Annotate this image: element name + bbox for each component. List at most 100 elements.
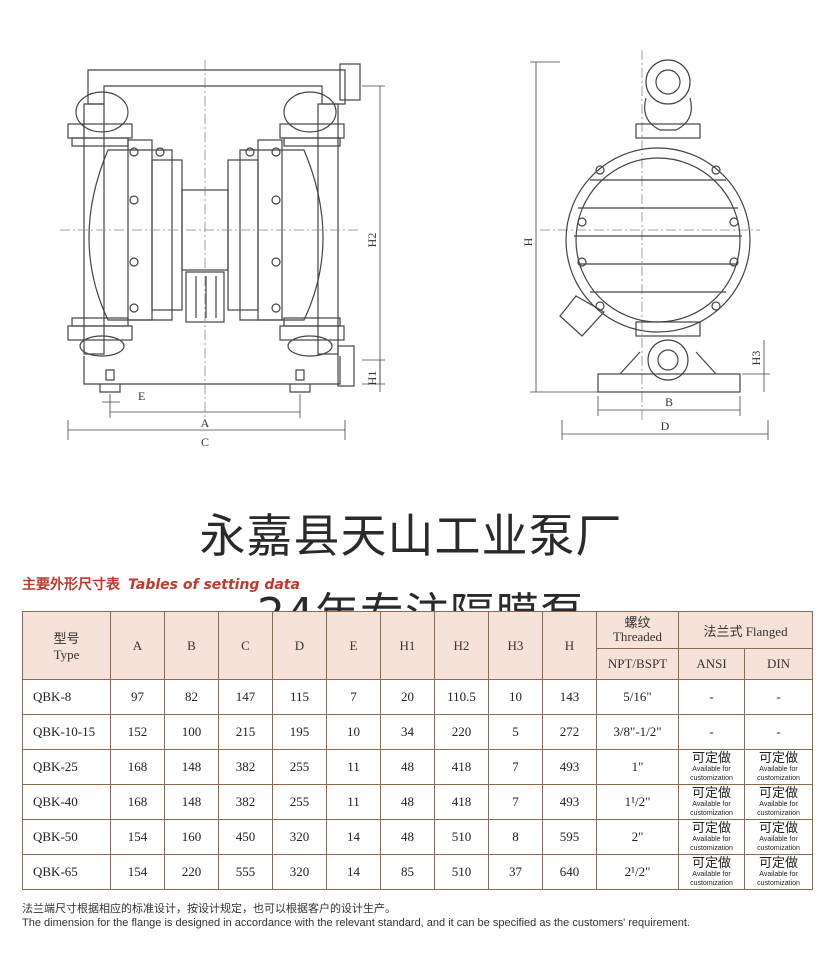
cell-type: QBK-25 [22,749,111,785]
cell-a: 154 [110,854,165,890]
header-a: A [110,611,165,680]
cell-d: 320 [272,854,327,890]
cell-c: 555 [218,854,273,890]
cell-h2: 510 [434,819,489,855]
cell-type: QBK-65 [22,854,111,890]
cell-a: 168 [110,784,165,820]
cell-c: 147 [218,679,273,715]
dim-label-h3: H3 [749,351,763,366]
cell-h: 272 [542,714,597,750]
table-title-en: Tables of setting data [128,577,300,593]
cell-d: 115 [272,679,327,715]
cell-e: 11 [326,749,381,785]
header-h3: H3 [488,611,543,680]
side-view [559,59,751,393]
dim-label-e: E [138,389,145,403]
header-din: DIN [743,648,814,680]
header-e: E [326,611,381,680]
dim-label-d: D [661,419,670,433]
cell-npt: 2¹/2" [596,854,679,890]
cell-d: 320 [272,819,327,855]
dim-label-a: A [201,416,210,430]
cell-din: - [743,679,814,715]
cell-a: 154 [110,819,165,855]
cell-b: 148 [164,784,219,820]
header-h1: H1 [380,611,435,680]
cell-ansi: - [678,714,745,750]
header-b: B [164,611,219,680]
dim-label-h2: H2 [365,233,379,248]
dim-label-b: B [665,395,673,409]
cell-type: QBK-50 [22,819,111,855]
cell-h1: 20 [380,679,435,715]
cell-h3: 7 [488,784,543,820]
cell-npt: 1" [596,749,679,785]
cell-h1: 85 [380,854,435,890]
pump-technical-drawing: A C E H2 H1 H [60,50,770,449]
cell-c: 382 [218,749,273,785]
header-flanged: 法兰式 Flanged [677,611,814,649]
cell-h2: 110.5 [434,679,489,715]
cell-h2: 510 [434,854,489,890]
cell-npt: 5/16" [596,679,679,715]
dim-label-h: H [521,237,535,246]
cell-h3: 8 [488,819,543,855]
cell-h3: 7 [488,749,543,785]
cell-e: 10 [326,714,381,750]
table-title: 主要外形尺寸表 Tables of setting data [22,574,300,594]
cell-npt: 2" [596,819,679,855]
dim-label-h1: H1 [365,371,379,386]
table-title-cn: 主要外形尺寸表 [22,577,120,593]
cell-h: 493 [542,784,597,820]
cell-h: 595 [542,819,597,855]
front-view [67,63,361,393]
header-c: C [218,611,273,680]
cell-d: 255 [272,749,327,785]
cell-d: 255 [272,784,327,820]
cell-b: 82 [164,679,219,715]
cell-c: 215 [218,714,273,750]
cell-d: 195 [272,714,327,750]
cell-h: 640 [542,854,597,890]
note-cn: 法兰端尺寸根据相应的标准设计，按设计规定，也可以根据客户的设计生产。 [22,902,396,915]
cell-b: 220 [164,854,219,890]
cell-a: 168 [110,749,165,785]
cell-e: 14 [326,819,381,855]
cell-npt: 3/8"-1/2" [596,714,679,750]
cell-h3: 5 [488,714,543,750]
header-h: H [542,611,597,680]
cell-din: - [743,714,814,750]
cell-h3: 37 [488,854,543,890]
cell-h3: 10 [488,679,543,715]
cell-type: QBK-10-15 [22,714,111,750]
watermark-company-name: 永嘉县天山工业泵厂 [199,509,623,563]
cell-h2: 220 [434,714,489,750]
dim-label-c: C [201,435,209,449]
header-npt: NPT/BSPT [596,648,679,680]
cell-c: 450 [218,819,273,855]
cell-b: 160 [164,819,219,855]
cell-npt: 1¹/2" [596,784,679,820]
cell-a: 97 [110,679,165,715]
cell-b: 148 [164,749,219,785]
cell-h1: 48 [380,784,435,820]
cell-type: QBK-8 [22,679,111,715]
cell-e: 11 [326,784,381,820]
cell-c: 382 [218,784,273,820]
cell-b: 100 [164,714,219,750]
cell-h1: 48 [380,819,435,855]
cell-type: QBK-40 [22,784,111,820]
